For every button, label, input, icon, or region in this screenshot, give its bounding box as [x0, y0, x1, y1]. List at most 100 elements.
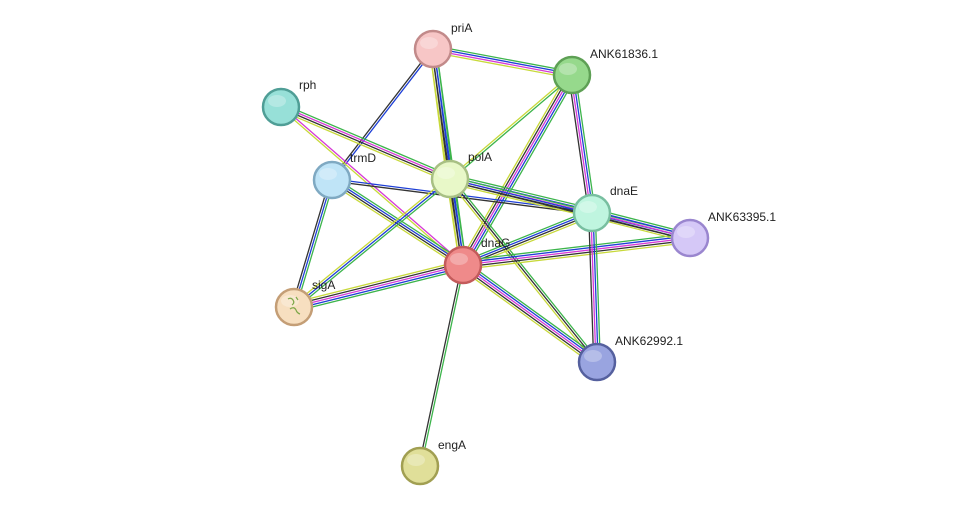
edge-line-blue — [463, 262, 599, 361]
edge-line-blue — [293, 178, 451, 308]
node-ANK62992.1[interactable]: ANK62992.1 — [577, 334, 683, 382]
node-engA[interactable]: engA — [400, 438, 466, 486]
edge-line-green — [294, 180, 452, 310]
edge-line-blue — [294, 266, 464, 310]
edge-line-black — [418, 264, 463, 466]
edge-dnaG-ANK63395.1[interactable] — [462, 232, 691, 271]
edge-rph-polA[interactable] — [279, 103, 452, 183]
edge-line-yellow — [292, 260, 463, 304]
edge-line-green — [594, 212, 601, 362]
edge-line-black — [330, 47, 433, 180]
edge-line-green — [433, 45, 573, 73]
protein-structure-icon — [287, 296, 301, 315]
edge-line-blue — [462, 211, 592, 265]
edge-polA-sigA[interactable] — [292, 176, 452, 310]
edge-line-yellow — [432, 51, 572, 79]
edge-line-magenta — [432, 49, 572, 77]
node-circle[interactable] — [552, 55, 592, 95]
edge-line-black — [463, 239, 691, 268]
node-ANK61836.1[interactable]: ANK61836.1 — [552, 47, 658, 95]
node-ANK63395.1[interactable]: ANK63395.1 — [670, 210, 776, 258]
edge-line-magenta — [293, 264, 464, 308]
node-label: dnaG — [481, 236, 510, 250]
edge-line-magenta — [590, 213, 597, 363]
node-label: sigA — [312, 278, 335, 292]
edge-line-blue — [464, 75, 575, 267]
edge-line-yellow — [463, 241, 691, 271]
node-highlight — [559, 63, 577, 75]
node-label: ANK61836.1 — [590, 47, 658, 61]
edge-line-black — [291, 179, 331, 307]
edge-line-yellow — [458, 72, 569, 264]
edge-line-green — [282, 103, 452, 177]
node-rph[interactable]: rph — [261, 78, 316, 127]
edge-line-green — [451, 177, 600, 362]
node-label: polA — [468, 150, 492, 164]
edge-line-black — [280, 107, 450, 181]
node-highlight — [584, 350, 602, 362]
edge-line-green — [461, 209, 592, 263]
edge-line-magenta — [462, 264, 598, 363]
edge-dnaE-ANK62992.1[interactable] — [588, 212, 601, 363]
node-polA[interactable]: polA — [430, 150, 492, 199]
node-highlight — [319, 168, 337, 180]
edge-line-green — [420, 265, 465, 467]
node-circle[interactable] — [261, 87, 301, 127]
edge-rph-dnaG[interactable] — [279, 105, 465, 267]
edge-line-blue — [462, 235, 690, 264]
node-highlight — [407, 454, 425, 466]
edge-line-black — [461, 266, 597, 365]
edge-line-black — [331, 180, 463, 267]
edge-line-magenta — [281, 105, 465, 265]
edge-line-green — [295, 180, 335, 308]
node-circle[interactable] — [400, 446, 440, 486]
node-label: ANK62992.1 — [615, 334, 683, 348]
edge-line-yellow — [292, 176, 450, 306]
edge-dnaG-sigA[interactable] — [292, 260, 465, 312]
node-highlight — [677, 226, 695, 238]
edge-line-yellow — [448, 73, 572, 179]
node-priA[interactable]: priA — [413, 21, 472, 69]
edge-line-blue — [592, 212, 599, 362]
node-label: ANK63395.1 — [708, 210, 776, 224]
edge-line-yellow — [447, 179, 596, 364]
edge-line-green — [450, 174, 594, 210]
node-circle[interactable] — [430, 159, 470, 199]
node-trmD[interactable]: trmD — [312, 151, 376, 200]
node-highlight — [450, 253, 468, 265]
node-circle[interactable] — [443, 245, 483, 285]
edge-line-black — [449, 178, 598, 363]
node-dnaE[interactable]: dnaE — [572, 184, 638, 233]
edge-line-black — [293, 262, 463, 306]
node-label: dnaE — [610, 184, 638, 198]
node-highlight — [420, 37, 438, 49]
node-circle[interactable] — [274, 287, 314, 327]
edge-priA-ANK61836.1[interactable] — [432, 45, 573, 79]
edge-ANK61836.1-dnaG[interactable] — [458, 72, 577, 268]
node-circle[interactable] — [670, 218, 710, 258]
node-dnaG[interactable]: dnaG — [443, 236, 510, 285]
edge-dnaG-engA[interactable] — [418, 264, 465, 467]
node-highlight — [281, 295, 299, 307]
node-circle[interactable] — [577, 342, 617, 382]
edge-line-green — [450, 75, 574, 181]
edge-line-yellow — [279, 109, 449, 183]
node-circle[interactable] — [572, 193, 612, 233]
edge-trmD-sigA[interactable] — [291, 179, 335, 308]
edge-polA-ANK62992.1[interactable] — [447, 177, 600, 364]
edge-line-yellow — [460, 268, 595, 367]
node-label: priA — [451, 21, 472, 35]
edge-dnaG-ANK62992.1[interactable] — [460, 260, 600, 367]
edge-ANK61836.1-dnaE[interactable] — [568, 74, 596, 214]
edge-priA-trmD[interactable] — [330, 47, 435, 182]
node-circle[interactable] — [312, 160, 352, 200]
node-label: engA — [438, 438, 466, 452]
node-highlight — [579, 201, 597, 213]
edge-line-blue — [332, 178, 593, 213]
edge-line-magenta — [462, 237, 691, 266]
edge-ANK61836.1-polA[interactable] — [448, 73, 574, 181]
node-sigA[interactable]: sigA — [274, 278, 335, 327]
edge-line-black — [588, 213, 595, 363]
node-circle[interactable] — [413, 29, 453, 69]
edge-line-yellow — [463, 215, 594, 269]
